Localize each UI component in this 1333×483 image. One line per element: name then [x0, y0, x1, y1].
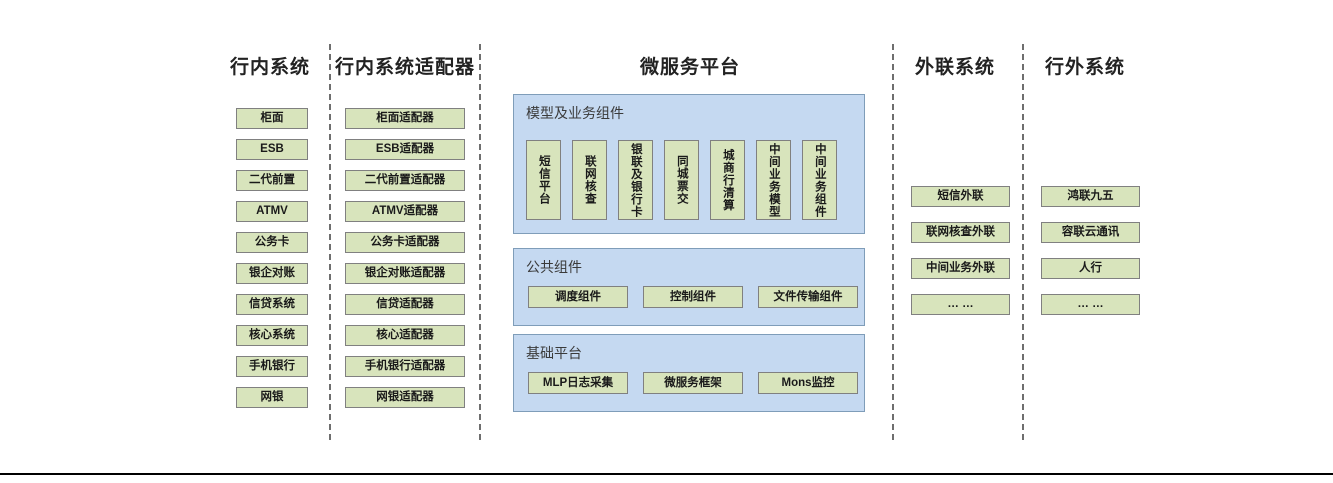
panel-title-common-components: 公共组件 — [526, 259, 582, 275]
node-model-component[interactable]: 中间业务组件 — [802, 140, 837, 220]
node-internal-adapter[interactable]: 银企对账适配器 — [345, 263, 465, 284]
node-external-link-system[interactable]: 联网核查外联 — [911, 222, 1010, 243]
node-internal-system[interactable]: ATMV — [236, 201, 308, 222]
column-header-internal-systems: 行内系统 — [229, 57, 310, 78]
node-outside-bank-system[interactable]: 人行 — [1041, 258, 1140, 279]
node-external-link-system[interactable]: 中间业务外联 — [911, 258, 1010, 279]
node-model-component[interactable]: 城商行清算 — [710, 140, 745, 220]
column-divider-1 — [329, 44, 331, 440]
node-internal-system[interactable]: 核心系统 — [236, 325, 308, 346]
column-header-external-link-systems: 外联系统 — [914, 57, 995, 78]
node-internal-system[interactable]: 信贷系统 — [236, 294, 308, 315]
node-common-component[interactable]: 调度组件 — [528, 286, 628, 308]
node-internal-adapter[interactable]: 柜面适配器 — [345, 108, 465, 129]
node-model-component[interactable]: 银联及银行卡 — [618, 140, 653, 220]
node-outside-bank-system[interactable]: 鸿联九五 — [1041, 186, 1140, 207]
node-model-component[interactable]: 联网核查 — [572, 140, 607, 220]
node-internal-adapter[interactable]: 手机银行适配器 — [345, 356, 465, 377]
node-internal-adapter[interactable]: 公务卡适配器 — [345, 232, 465, 253]
node-external-link-system[interactable]: 短信外联 — [911, 186, 1010, 207]
column-header-microservice-platform: 微服务平台 — [639, 57, 740, 78]
node-internal-system[interactable]: 银企对账 — [236, 263, 308, 284]
node-outside-bank-system[interactable]: … … — [1041, 294, 1140, 315]
node-outside-bank-system[interactable]: 容联云通讯 — [1041, 222, 1140, 243]
node-internal-adapter[interactable]: 网银适配器 — [345, 387, 465, 408]
node-base-platform-component[interactable]: MLP日志采集 — [528, 372, 628, 394]
node-internal-system[interactable]: 网银 — [236, 387, 308, 408]
node-internal-system[interactable]: ESB — [236, 139, 308, 160]
node-model-component[interactable]: 同城票交 — [664, 140, 699, 220]
node-internal-system[interactable]: 手机银行 — [236, 356, 308, 377]
node-internal-adapter[interactable]: 二代前置适配器 — [345, 170, 465, 191]
panel-title-base-platform: 基础平台 — [526, 345, 582, 361]
node-internal-adapter[interactable]: ESB适配器 — [345, 139, 465, 160]
column-header-internal-adapters: 行内系统适配器 — [335, 57, 476, 78]
column-header-outside-bank-systems: 行外系统 — [1044, 57, 1125, 78]
column-divider-2 — [479, 44, 481, 440]
node-model-component[interactable]: 短信平台 — [526, 140, 561, 220]
node-external-link-system[interactable]: … … — [911, 294, 1010, 315]
node-common-component[interactable]: 文件传输组件 — [758, 286, 858, 308]
node-base-platform-component[interactable]: Mons监控 — [758, 372, 858, 394]
page-bottom-rule — [0, 473, 1333, 475]
column-divider-4 — [1022, 44, 1024, 440]
node-common-component[interactable]: 控制组件 — [643, 286, 743, 308]
node-internal-adapter[interactable]: 核心适配器 — [345, 325, 465, 346]
node-model-component[interactable]: 中间业务模型 — [756, 140, 791, 220]
node-internal-adapter[interactable]: 信贷适配器 — [345, 294, 465, 315]
node-internal-system[interactable]: 二代前置 — [236, 170, 308, 191]
node-internal-system[interactable]: 柜面 — [236, 108, 308, 129]
column-divider-3 — [892, 44, 894, 440]
node-base-platform-component[interactable]: 微服务框架 — [643, 372, 743, 394]
panel-title-model-and-business-components: 模型及业务组件 — [526, 105, 624, 121]
node-internal-system[interactable]: 公务卡 — [236, 232, 308, 253]
node-internal-adapter[interactable]: ATMV适配器 — [345, 201, 465, 222]
